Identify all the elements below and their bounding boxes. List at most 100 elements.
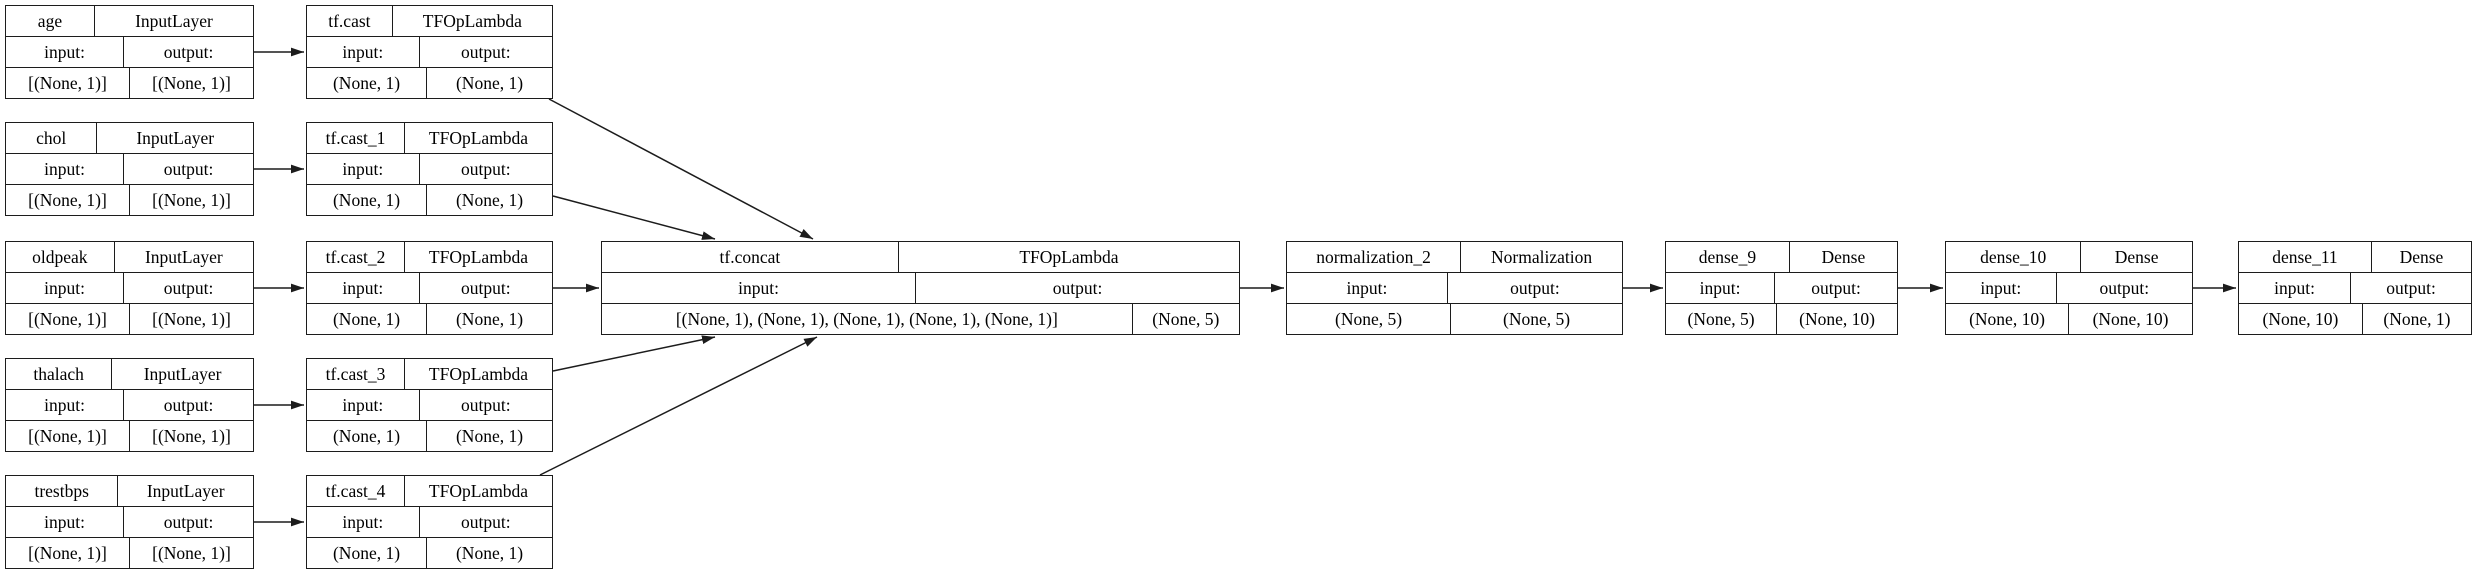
input-label: input: bbox=[602, 273, 917, 303]
node-io-label-row: input: output: bbox=[602, 272, 1239, 303]
output-label: output: bbox=[1052, 277, 1103, 298]
node-shape-row: (None, 10) (None, 10) bbox=[1946, 303, 2192, 334]
output-label: output: bbox=[461, 41, 511, 62]
node-io-label-row: input: output: bbox=[307, 272, 552, 303]
output-shape: [(None, 1)] bbox=[152, 72, 231, 93]
input-shape: (None, 1) bbox=[307, 538, 428, 568]
layer-node-trestbps: trestbps InputLayer input: output: [(Non… bbox=[5, 475, 254, 569]
node-shape-row: [(None, 1)] [(None, 1)] bbox=[6, 420, 253, 451]
node-title-row: dense_9 Dense bbox=[1666, 242, 1897, 272]
output-shape: [(None, 1)] bbox=[152, 189, 231, 210]
input-label: input: bbox=[2239, 273, 2352, 303]
layer-name: dense_11 bbox=[2239, 242, 2372, 272]
node-shape-row: (None, 1) (None, 1) bbox=[307, 537, 552, 568]
node-title-row: dense_11 Dense bbox=[2239, 242, 2471, 272]
layer-type: Normalization bbox=[1491, 246, 1593, 267]
node-title-row: oldpeak InputLayer bbox=[6, 242, 253, 272]
input-shape: [(None, 1), (None, 1), (None, 1), (None,… bbox=[602, 304, 1133, 334]
node-io-label-row: input: output: bbox=[6, 272, 253, 303]
output-shape: (None, 10) bbox=[1799, 308, 1875, 329]
layer-node-tf_cast_4: tf.cast_4 TFOpLambda input: output: (Non… bbox=[306, 475, 553, 569]
node-shape-row: (None, 5) (None, 5) bbox=[1287, 303, 1622, 334]
input-shape: [(None, 1)] bbox=[6, 304, 130, 334]
layer-type: InputLayer bbox=[143, 363, 222, 384]
layer-node-tf_cast_2: tf.cast_2 TFOpLambda input: output: (Non… bbox=[306, 241, 553, 335]
input-shape: (None, 5) bbox=[1287, 304, 1452, 334]
layer-name: trestbps bbox=[6, 476, 119, 506]
layer-type: InputLayer bbox=[135, 10, 213, 31]
node-shape-row: [(None, 1), (None, 1), (None, 1), (None,… bbox=[602, 303, 1239, 334]
edge-tf_cast-to-tf_concat bbox=[548, 98, 814, 240]
output-label: output: bbox=[1510, 277, 1560, 298]
layer-type: TFOpLambda bbox=[428, 480, 529, 501]
output-shape: [(None, 1)] bbox=[152, 542, 231, 563]
node-io-label-row: input: output: bbox=[6, 36, 253, 67]
layer-node-thalach: thalach InputLayer input: output: [(None… bbox=[5, 358, 254, 452]
node-title-row: tf.cast_2 TFOpLambda bbox=[307, 242, 552, 272]
output-shape: (None, 5) bbox=[1152, 308, 1220, 329]
output-label: output: bbox=[163, 277, 214, 298]
input-label: input: bbox=[1666, 273, 1776, 303]
output-label: output: bbox=[163, 41, 214, 62]
node-title-row: chol InputLayer bbox=[6, 123, 253, 153]
input-shape: [(None, 1)] bbox=[6, 68, 130, 98]
layer-node-age: age InputLayer input: output: [(None, 1)… bbox=[5, 5, 254, 99]
input-shape: (None, 1) bbox=[307, 185, 428, 215]
node-title-row: thalach InputLayer bbox=[6, 359, 253, 389]
layer-node-tf_cast_3: tf.cast_3 TFOpLambda input: output: (Non… bbox=[306, 358, 553, 452]
output-shape: (None, 5) bbox=[1503, 308, 1571, 329]
layer-type: TFOpLambda bbox=[428, 363, 529, 384]
output-shape: [(None, 1)] bbox=[152, 425, 231, 446]
output-label: output: bbox=[163, 394, 214, 415]
output-label: output: bbox=[461, 277, 511, 298]
node-title-row: dense_10 Dense bbox=[1946, 242, 2192, 272]
input-label: input: bbox=[6, 390, 125, 420]
input-shape: (None, 5) bbox=[1666, 304, 1778, 334]
layer-type: Dense bbox=[1821, 246, 1866, 267]
output-label: output: bbox=[461, 158, 511, 179]
layer-type: TFOpLambda bbox=[428, 246, 529, 267]
layer-name: tf.cast_2 bbox=[307, 242, 405, 272]
node-shape-row: [(None, 1)] [(None, 1)] bbox=[6, 184, 253, 215]
input-shape: (None, 1) bbox=[307, 421, 428, 451]
node-io-label-row: input: output: bbox=[1666, 272, 1897, 303]
input-label: input: bbox=[1946, 273, 2057, 303]
output-shape: (None, 1) bbox=[455, 72, 524, 93]
input-label: input: bbox=[307, 154, 420, 184]
layer-node-tf_concat: tf.concat TFOpLambda input: output: [(No… bbox=[601, 241, 1240, 335]
layer-node-dense_10: dense_10 Dense input: output: (None, 10)… bbox=[1945, 241, 2193, 335]
layer-node-tf_cast: tf.cast TFOpLambda input: output: (None,… bbox=[306, 5, 553, 99]
input-shape: (None, 1) bbox=[307, 304, 428, 334]
output-label: output: bbox=[163, 511, 214, 532]
node-io-label-row: input: output: bbox=[6, 506, 253, 537]
input-label: input: bbox=[1287, 273, 1448, 303]
layer-name: dense_10 bbox=[1946, 242, 2082, 272]
layer-name: thalach bbox=[6, 359, 113, 389]
layer-type: InputLayer bbox=[136, 127, 215, 148]
node-io-label-row: input: output: bbox=[2239, 272, 2471, 303]
input-label: input: bbox=[6, 154, 125, 184]
node-shape-row: [(None, 1)] [(None, 1)] bbox=[6, 303, 253, 334]
output-label: output: bbox=[2099, 277, 2150, 298]
layer-type: Dense bbox=[2114, 246, 2159, 267]
output-shape: (None, 1) bbox=[2383, 308, 2451, 329]
node-shape-row: (None, 1) (None, 1) bbox=[307, 67, 552, 98]
layer-name: normalization_2 bbox=[1287, 242, 1462, 272]
layer-node-dense_11: dense_11 Dense input: output: (None, 10)… bbox=[2238, 241, 2472, 335]
input-shape: (None, 1) bbox=[307, 68, 428, 98]
layer-name: dense_9 bbox=[1666, 242, 1790, 272]
node-title-row: trestbps InputLayer bbox=[6, 476, 253, 506]
output-shape: (None, 10) bbox=[2092, 308, 2169, 329]
output-shape: (None, 1) bbox=[455, 425, 524, 446]
edge-tf_cast_1-to-tf_concat bbox=[552, 195, 716, 240]
node-shape-row: [(None, 1)] [(None, 1)] bbox=[6, 67, 253, 98]
node-io-label-row: input: output: bbox=[6, 153, 253, 184]
output-label: output: bbox=[461, 511, 511, 532]
node-io-label-row: input: output: bbox=[1287, 272, 1622, 303]
node-io-label-row: input: output: bbox=[307, 506, 552, 537]
layer-node-dense_9: dense_9 Dense input: output: (None, 5) (… bbox=[1665, 241, 1898, 335]
node-title-row: tf.cast TFOpLambda bbox=[307, 6, 552, 36]
layer-type: TFOpLambda bbox=[422, 10, 522, 31]
node-io-label-row: input: output: bbox=[6, 389, 253, 420]
input-shape: (None, 10) bbox=[2239, 304, 2363, 334]
